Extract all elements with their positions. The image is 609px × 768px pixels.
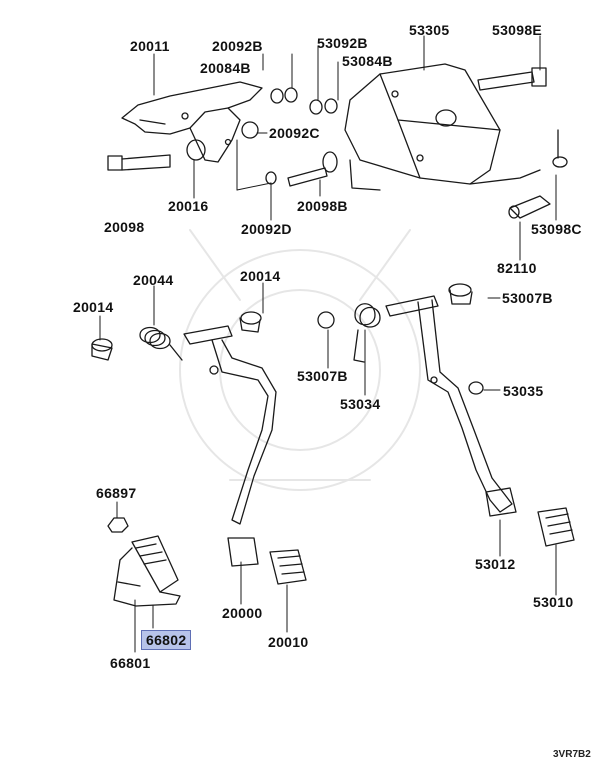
bracket-20011 bbox=[121, 81, 263, 163]
accelerator-bracket-66801 bbox=[113, 547, 181, 607]
pedal-53012-arm bbox=[385, 295, 513, 513]
bolt-20098B bbox=[287, 151, 338, 187]
pedal-20000-arm bbox=[183, 325, 277, 525]
label-66802-highlighted[interactable]: 66802 bbox=[141, 630, 192, 650]
label-20014-upper[interactable]: 20014 bbox=[240, 268, 281, 284]
label-66897[interactable]: 66897 bbox=[96, 485, 137, 501]
bushing-20014-left bbox=[91, 338, 113, 361]
label-53098C[interactable]: 53098C bbox=[531, 221, 582, 237]
bushing-20014-right bbox=[239, 311, 262, 333]
diagram-code: 3VR7B2 bbox=[553, 749, 591, 760]
label-20011[interactable]: 20011 bbox=[130, 38, 170, 54]
label-20084B[interactable]: 20084B bbox=[200, 60, 251, 76]
switch-82110 bbox=[508, 195, 551, 219]
label-20092B[interactable]: 20092B bbox=[212, 38, 263, 54]
label-20092C[interactable]: 20092C bbox=[269, 125, 320, 141]
label-20016[interactable]: 20016 bbox=[168, 198, 209, 214]
label-53007B-right[interactable]: 53007B bbox=[502, 290, 553, 306]
label-53084B[interactable]: 53084B bbox=[342, 53, 393, 69]
label-20098B[interactable]: 20098B bbox=[297, 198, 348, 214]
label-53305[interactable]: 53305 bbox=[409, 22, 450, 38]
label-66801[interactable]: 66801 bbox=[110, 655, 151, 671]
bushing-53007B-left bbox=[317, 311, 335, 329]
bracket-53305 bbox=[344, 63, 541, 191]
bushing-53007B-right bbox=[448, 283, 473, 305]
label-53007B-left[interactable]: 53007B bbox=[297, 368, 348, 384]
pedal-pad-20000 bbox=[227, 537, 259, 567]
watermark-logo bbox=[179, 229, 421, 491]
nuts-20084B-53084B bbox=[186, 87, 338, 185]
nut-66897 bbox=[107, 517, 129, 533]
label-20014-left[interactable]: 20014 bbox=[73, 299, 114, 315]
label-20010[interactable]: 20010 bbox=[268, 634, 309, 650]
label-20092D[interactable]: 20092D bbox=[241, 221, 292, 237]
bushing-53035 bbox=[468, 381, 484, 395]
spring-20044 bbox=[139, 326, 183, 361]
label-20098[interactable]: 20098 bbox=[104, 219, 145, 235]
label-20000[interactable]: 20000 bbox=[222, 605, 263, 621]
leader-lines bbox=[99, 35, 557, 653]
label-82110[interactable]: 82110 bbox=[497, 260, 537, 276]
spring-53034 bbox=[353, 303, 381, 363]
label-53098E[interactable]: 53098E bbox=[492, 22, 543, 38]
bolt-53098E bbox=[477, 67, 547, 91]
label-53012[interactable]: 53012 bbox=[475, 556, 516, 572]
label-53010[interactable]: 53010 bbox=[533, 594, 574, 610]
pedal-pad-cover-53010 bbox=[537, 507, 575, 547]
label-20044[interactable]: 20044 bbox=[133, 272, 174, 288]
pedal-pad-53012 bbox=[485, 487, 517, 517]
bolt-20098 bbox=[107, 154, 171, 171]
accelerator-pedal-66802 bbox=[131, 535, 179, 593]
label-53035[interactable]: 53035 bbox=[503, 383, 544, 399]
label-53092B[interactable]: 53092B bbox=[317, 35, 368, 51]
screw-53098C bbox=[552, 129, 568, 168]
pedal-pad-cover-20010 bbox=[269, 549, 307, 585]
label-53034[interactable]: 53034 bbox=[340, 396, 381, 412]
